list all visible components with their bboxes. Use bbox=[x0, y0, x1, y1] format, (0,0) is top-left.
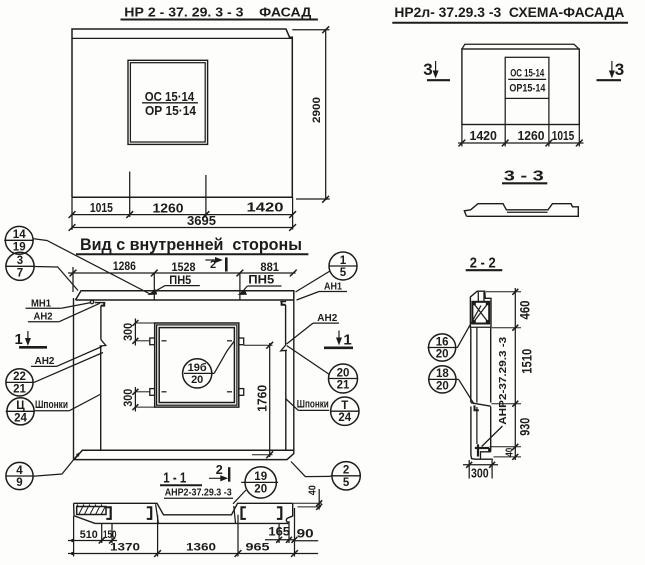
svg-text:ОР15-14: ОР15-14 bbox=[509, 83, 546, 95]
svg-text:300: 300 bbox=[121, 389, 135, 407]
svg-text:1260: 1260 bbox=[518, 128, 545, 143]
svg-text:1 - 1: 1 - 1 bbox=[163, 470, 186, 487]
svg-text:18: 18 bbox=[436, 368, 449, 380]
svg-text:ОС 15-14: ОС 15-14 bbox=[510, 68, 545, 80]
svg-text:3: 3 bbox=[615, 60, 624, 79]
svg-text:1420: 1420 bbox=[469, 128, 497, 143]
svg-text:АН2: АН2 bbox=[317, 312, 337, 324]
svg-text:5: 5 bbox=[340, 267, 347, 279]
svg-text:АНР2-37.29.3 -3: АНР2-37.29.3 -3 bbox=[497, 337, 509, 425]
svg-text:40: 40 bbox=[307, 485, 318, 495]
svg-text:20: 20 bbox=[191, 374, 203, 386]
svg-text:1: 1 bbox=[340, 255, 347, 267]
svg-text:881: 881 bbox=[260, 260, 279, 274]
svg-text:АНР2-37.29.3 -3: АНР2-37.29.3 -3 bbox=[165, 487, 232, 498]
svg-text:Ц: Ц bbox=[16, 400, 25, 412]
svg-text:20: 20 bbox=[254, 483, 267, 495]
svg-text:2: 2 bbox=[210, 259, 216, 271]
svg-text:2900: 2900 bbox=[311, 97, 323, 123]
svg-text:4: 4 bbox=[16, 465, 23, 477]
svg-text:ОС 15·14: ОС 15·14 bbox=[145, 89, 195, 104]
svg-text:1510: 1510 bbox=[519, 349, 534, 374]
svg-text:19: 19 bbox=[254, 471, 267, 483]
svg-text:АН1: АН1 bbox=[324, 281, 342, 293]
svg-text:АН2: АН2 bbox=[35, 356, 55, 367]
svg-text:24: 24 bbox=[338, 412, 351, 424]
svg-text:16: 16 bbox=[436, 336, 449, 348]
svg-text:1760: 1760 bbox=[255, 385, 270, 412]
svg-text:40: 40 bbox=[505, 447, 516, 456]
svg-text:930: 930 bbox=[518, 418, 533, 436]
svg-text:ПН5: ПН5 bbox=[169, 273, 191, 287]
svg-text:7: 7 bbox=[17, 267, 23, 279]
svg-text:Шпонки: Шпонки bbox=[35, 399, 68, 411]
svg-text:165: 165 bbox=[268, 527, 290, 539]
svg-text:3 - 3: 3 - 3 bbox=[504, 168, 544, 185]
svg-text:Шпонки: Шпонки bbox=[297, 399, 329, 411]
svg-text:24: 24 bbox=[14, 412, 27, 424]
svg-text:1: 1 bbox=[343, 332, 351, 349]
svg-text:ОР 15·14: ОР 15·14 bbox=[145, 103, 197, 118]
svg-text:1286: 1286 bbox=[113, 259, 136, 273]
svg-text:1015: 1015 bbox=[552, 128, 575, 143]
svg-text:1420: 1420 bbox=[247, 200, 284, 215]
svg-text:9: 9 bbox=[16, 477, 22, 489]
svg-text:3: 3 bbox=[17, 255, 23, 267]
svg-text:1260: 1260 bbox=[153, 200, 184, 215]
svg-text:150: 150 bbox=[103, 529, 117, 541]
svg-text:20: 20 bbox=[436, 349, 449, 361]
svg-text:19б: 19б bbox=[188, 362, 207, 374]
svg-text:3: 3 bbox=[423, 60, 432, 79]
svg-text:20: 20 bbox=[436, 380, 449, 392]
svg-text:1: 1 bbox=[15, 331, 23, 348]
svg-text:19: 19 bbox=[13, 241, 26, 253]
svg-text:Т: Т bbox=[341, 400, 348, 412]
svg-text:460: 460 bbox=[518, 301, 533, 320]
svg-text:20: 20 bbox=[337, 367, 350, 379]
svg-text:1015: 1015 bbox=[90, 200, 113, 215]
svg-text:2 - 2: 2 - 2 bbox=[470, 255, 496, 272]
svg-text:ПН5: ПН5 bbox=[248, 273, 274, 287]
svg-text:21: 21 bbox=[13, 383, 26, 395]
svg-text:14: 14 bbox=[13, 229, 26, 241]
svg-text:510: 510 bbox=[80, 529, 98, 541]
svg-text:2: 2 bbox=[343, 465, 349, 477]
svg-text:1360: 1360 bbox=[186, 542, 216, 554]
svg-text:НР2л- 37.29.3 -3 СХЕМА-ФАСАД: НР2л- 37.29.3 -3 СХЕМА-ФАСАДА bbox=[394, 4, 624, 20]
svg-text:21: 21 bbox=[337, 380, 350, 392]
svg-text:1528: 1528 bbox=[172, 260, 196, 274]
svg-text:300: 300 bbox=[121, 323, 135, 341]
svg-text:965: 965 bbox=[246, 542, 270, 554]
svg-text:МН1: МН1 bbox=[31, 299, 51, 310]
svg-text:НР 2 - 37. 29. 3 - 3 ФАСАД: НР 2 - 37. 29. 3 - 3 ФАСАД bbox=[124, 5, 312, 20]
svg-text:3695: 3695 bbox=[187, 213, 216, 228]
svg-text:1370: 1370 bbox=[110, 542, 140, 554]
svg-text:5: 5 bbox=[343, 477, 350, 489]
svg-text:22: 22 bbox=[13, 371, 26, 383]
svg-text:90: 90 bbox=[297, 529, 314, 541]
svg-text:2: 2 bbox=[216, 463, 223, 477]
svg-text:АН2: АН2 bbox=[34, 311, 53, 322]
svg-text:300: 300 bbox=[471, 466, 489, 481]
svg-text:Вид с внутренней стороны: Вид с внутренней стороны bbox=[80, 235, 302, 254]
